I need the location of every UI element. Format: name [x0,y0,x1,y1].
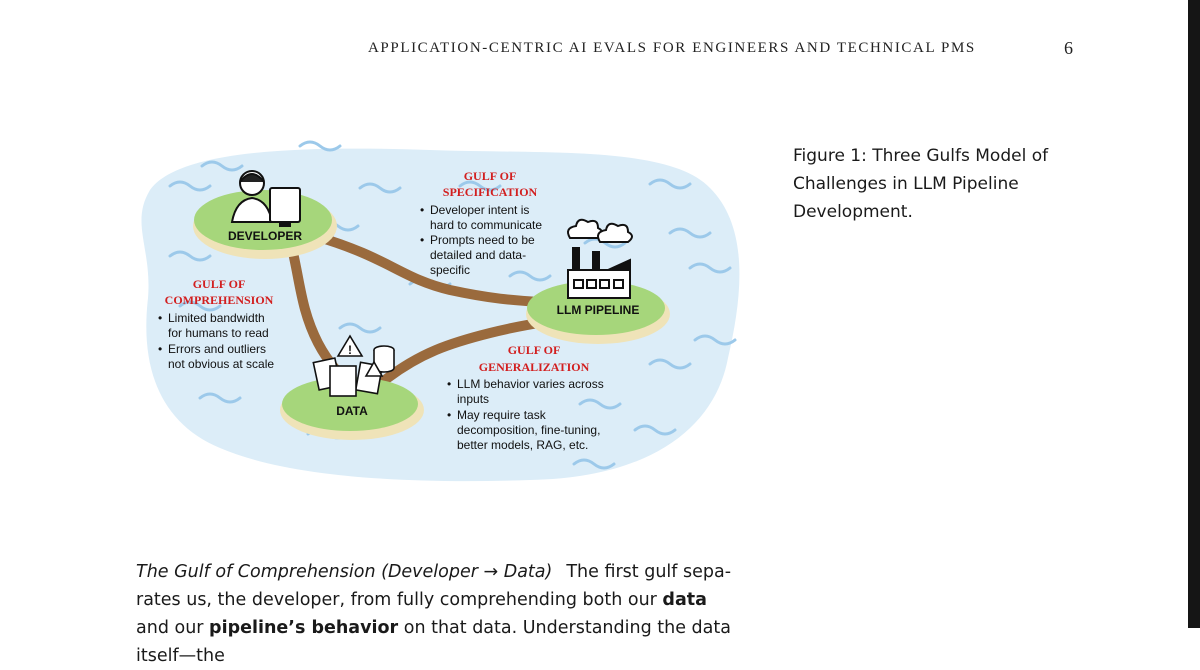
gulf-spec-bullet1-line1: Developer intent is [430,203,529,217]
gulf-comp-bullet2-line1: Errors and outliers [168,342,266,356]
bullet-dot: • [158,342,162,356]
factory-icon [567,218,633,299]
data-documents-icon: ! [312,334,395,397]
body-bold-behavior: pipeline’s behavior [209,618,399,638]
gulf-comp-bullet2-line2: not obvious at scale [168,357,274,371]
body-text-mid: and our [136,618,210,638]
body-paragraph: The Gulf of Comprehension (Developer → D… [136,558,736,670]
gulf-gen-title-line1: GULF OF [508,343,561,357]
bullet-dot: • [447,408,451,422]
page-edge [1188,0,1200,628]
gulf-spec-title-line2: SPECIFICATION [443,185,538,199]
llm-pipeline-label: LLM PIPELINE [557,303,640,317]
developer-person-icon [230,170,301,227]
three-gulfs-figure: DEVELOPER LLM PIPELINE [130,128,750,490]
body-bold-data: data [662,590,707,610]
gulf-spec-bullet2-line2: detailed and data- [430,248,526,262]
gulf-gen-bullet1-line1: LLM behavior varies across [457,377,604,391]
gulf-of-comprehension: GULF OF COMPREHENSION • Limited bandwidt… [158,277,274,371]
three-gulfs-illustration: DEVELOPER LLM PIPELINE [141,140,740,482]
gulf-spec-bullet2-line1: Prompts need to be [430,233,535,247]
gulf-gen-bullet2-line1: May require task [457,408,547,422]
gulf-spec-bullet2-line3: specific [430,263,470,277]
body-text-lead: The first gulf sepa- rates us, the devel… [136,562,732,610]
gulf-spec-title-line1: GULF OF [464,169,517,183]
gulf-gen-title-line2: GENERALIZATION [479,360,590,374]
bullet-dot: • [158,311,162,325]
gulf-comp-bullet1-line1: Limited bandwidth [168,311,265,325]
gulf-of-generalization: GULF OF GENERALIZATION • LLM behavior va… [447,343,604,452]
bullet-dot: • [420,203,424,217]
gulf-spec-bullet1-line2: hard to communicate [430,218,542,232]
figure-caption: Figure 1: Three Gulfs Model of Challenge… [793,146,1049,222]
gulf-comp-title-line1: GULF OF [193,277,246,291]
gulf-comp-title-line2: COMPREHENSION [165,293,274,307]
running-head: APPLICATION-CENTRIC AI EVALS FOR ENGINEE… [368,40,976,56]
gulf-gen-bullet2-line2: decomposition, fine-tuning, [457,423,600,437]
developer-label: DEVELOPER [228,229,302,243]
gulf-comp-bullet1-line2: for humans to read [168,326,269,340]
section-heading: The Gulf of Comprehension (Developer → D… [136,562,553,582]
svg-text:!: ! [348,343,352,357]
data-label: DATA [336,404,368,418]
bullet-dot: • [447,377,451,391]
page-number: 6 [1064,38,1073,58]
gulf-of-specification: GULF OF SPECIFICATION • Developer intent… [420,169,542,277]
data-island [280,377,424,440]
gulf-gen-bullet1-line2: inputs [457,392,489,406]
bullet-dot: • [420,233,424,247]
gulf-gen-bullet2-line3: better models, RAG, etc. [457,438,588,452]
